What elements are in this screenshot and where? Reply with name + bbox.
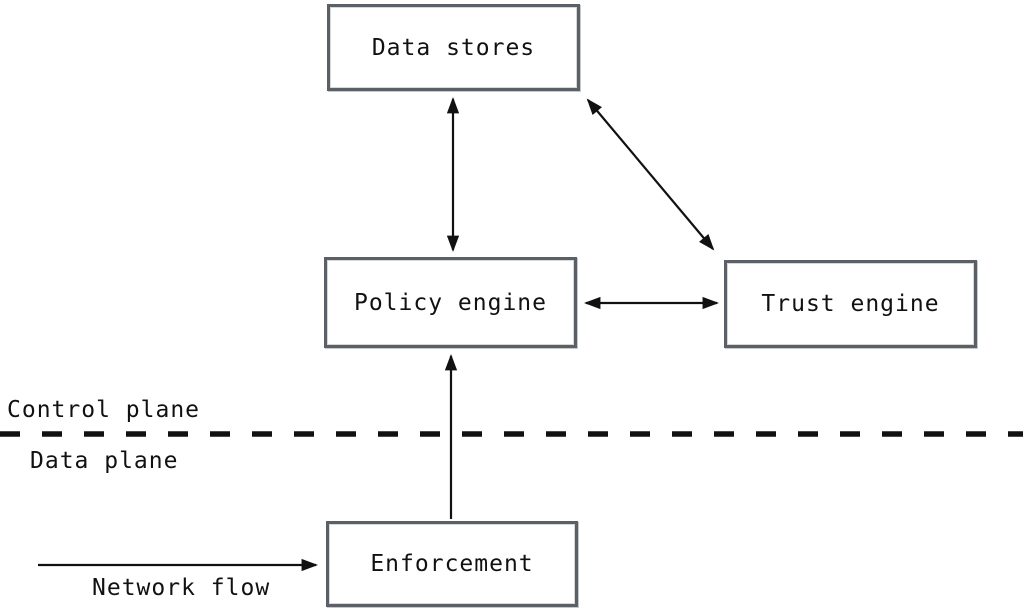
box-policy-engine-label: Policy engine bbox=[353, 289, 547, 316]
arrow-datastores-trustengine bbox=[586, 98, 715, 251]
box-trust-engine-label: Trust engine bbox=[761, 291, 940, 317]
box-data-stores: Data stores bbox=[327, 4, 580, 91]
network-flow-label: Network flow bbox=[92, 575, 271, 601]
box-policy-engine: Policy engine bbox=[324, 257, 577, 348]
box-data-stores-label: Data stores bbox=[371, 34, 536, 61]
data-plane-label: Data plane bbox=[30, 448, 179, 474]
box-enforcement: Enforcement bbox=[326, 521, 578, 607]
box-trust-engine: Trust engine bbox=[724, 260, 977, 348]
control-plane-label: Control plane bbox=[7, 397, 201, 423]
box-enforcement-label: Enforcement bbox=[370, 551, 534, 577]
